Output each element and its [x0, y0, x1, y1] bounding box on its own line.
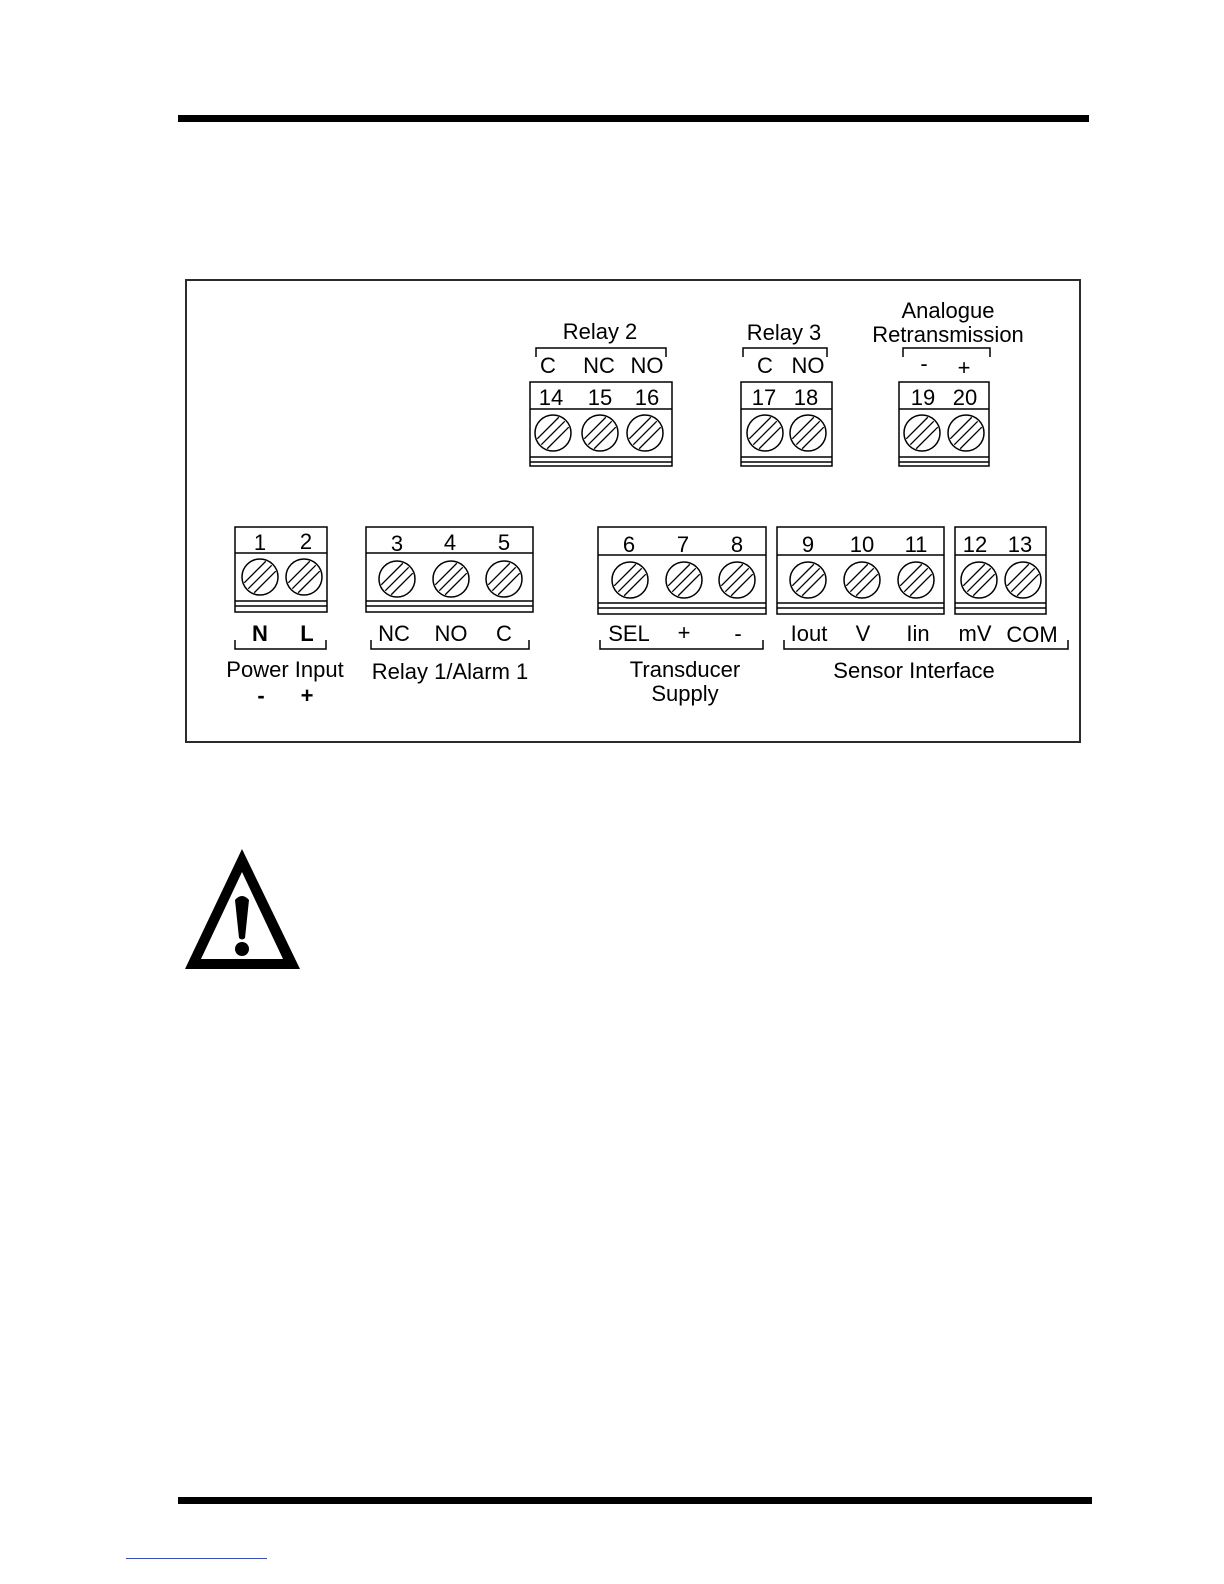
terminal-number-6: 6 — [623, 532, 635, 557]
analogue-pin-minus: - — [920, 351, 927, 376]
screw-terminal-icon — [286, 559, 322, 595]
screw-terminal-icon — [844, 562, 880, 598]
screw-terminal-icon — [612, 562, 648, 598]
transducer-title-line-2: Supply — [651, 681, 718, 706]
power-pin-n: N — [252, 621, 268, 646]
terminal-number-10: 10 — [850, 532, 874, 557]
relay-1-pin-c: C — [496, 621, 512, 646]
relay-3-pin-c: C — [757, 353, 773, 378]
relay-1-title: Relay 1/Alarm 1 — [372, 659, 529, 684]
terminal-number-7: 7 — [677, 532, 689, 557]
terminal-number-8: 8 — [731, 532, 743, 557]
analogue-title-line-1: Analogue — [902, 298, 995, 323]
screw-terminal-icon — [582, 415, 618, 451]
relay-2-title: Relay 2 — [563, 319, 638, 344]
screw-terminal-icon — [747, 415, 783, 451]
terminal-number-17: 17 — [752, 385, 776, 410]
screw-terminal-icon — [1005, 562, 1041, 598]
terminal-number-19: 19 — [911, 385, 935, 410]
sensor-pin-iout: Iout — [791, 621, 828, 646]
terminal-number-2: 2 — [300, 529, 312, 554]
screw-terminal-icon — [379, 561, 415, 597]
power-pin-l: L — [300, 621, 313, 646]
warning-triangle-icon — [183, 846, 303, 972]
power-polarity-plus: + — [301, 683, 314, 708]
terminal-number-18: 18 — [794, 385, 818, 410]
transducer-pin-plus: + — [678, 620, 691, 645]
transducer-pin-sel: SEL — [608, 621, 650, 646]
relay-2-pin-nc: NC — [583, 353, 615, 378]
terminal-number-9: 9 — [802, 532, 814, 557]
screw-terminal-icon — [790, 562, 826, 598]
transducer-pin-minus: - — [734, 621, 741, 646]
screw-terminal-icon — [433, 561, 469, 597]
terminal-number-4: 4 — [444, 530, 456, 555]
analogue-bracket — [903, 348, 990, 357]
footer-rule — [178, 1497, 1092, 1504]
sensor-pin-mv: mV — [959, 621, 992, 646]
sensor-pin-iin: Iin — [906, 621, 929, 646]
sensor-pin-com: COM — [1006, 622, 1057, 647]
terminal-number-5: 5 — [498, 530, 510, 555]
screw-terminal-icon — [666, 562, 702, 598]
screw-terminal-icon — [904, 415, 940, 451]
screw-terminal-icon — [898, 562, 934, 598]
analogue-pin-plus: + — [958, 355, 971, 380]
footer-link-underline — [126, 1558, 267, 1559]
power-input-title: Power Input — [226, 657, 343, 682]
terminal-number-13: 13 — [1008, 532, 1032, 557]
terminal-number-3: 3 — [391, 531, 403, 556]
terminal-number-20: 20 — [953, 385, 977, 410]
relay-1-pin-nc: NC — [378, 621, 410, 646]
screw-terminal-icon — [719, 562, 755, 598]
terminal-number-12: 12 — [963, 532, 987, 557]
terminal-number-1: 1 — [254, 530, 266, 555]
relay-1-pin-no: NO — [435, 621, 468, 646]
terminal-number-14: 14 — [539, 385, 563, 410]
power-polarity-minus: - — [257, 683, 264, 708]
screw-terminal-icon — [535, 415, 571, 451]
screw-terminal-icon — [242, 559, 278, 595]
screw-terminal-icon — [961, 562, 997, 598]
sensor-interface-title: Sensor Interface — [833, 658, 994, 683]
analogue-title-line-2: Retransmission — [872, 322, 1024, 347]
terminal-number-15: 15 — [588, 385, 612, 410]
screw-terminal-icon — [790, 415, 826, 451]
terminal-number-11: 11 — [905, 532, 928, 557]
sensor-pin-v: V — [856, 621, 871, 646]
terminal-number-16: 16 — [635, 385, 659, 410]
relay-3-pin-no: NO — [792, 353, 825, 378]
transducer-title-line-1: Transducer — [630, 657, 740, 682]
screw-terminal-icon — [948, 415, 984, 451]
screw-terminal-icon — [627, 415, 663, 451]
relay-2-pin-no: NO — [631, 353, 664, 378]
screw-terminal-icon — [486, 561, 522, 597]
relay-2-pin-c: C — [540, 353, 556, 378]
relay-3-title: Relay 3 — [747, 320, 822, 345]
